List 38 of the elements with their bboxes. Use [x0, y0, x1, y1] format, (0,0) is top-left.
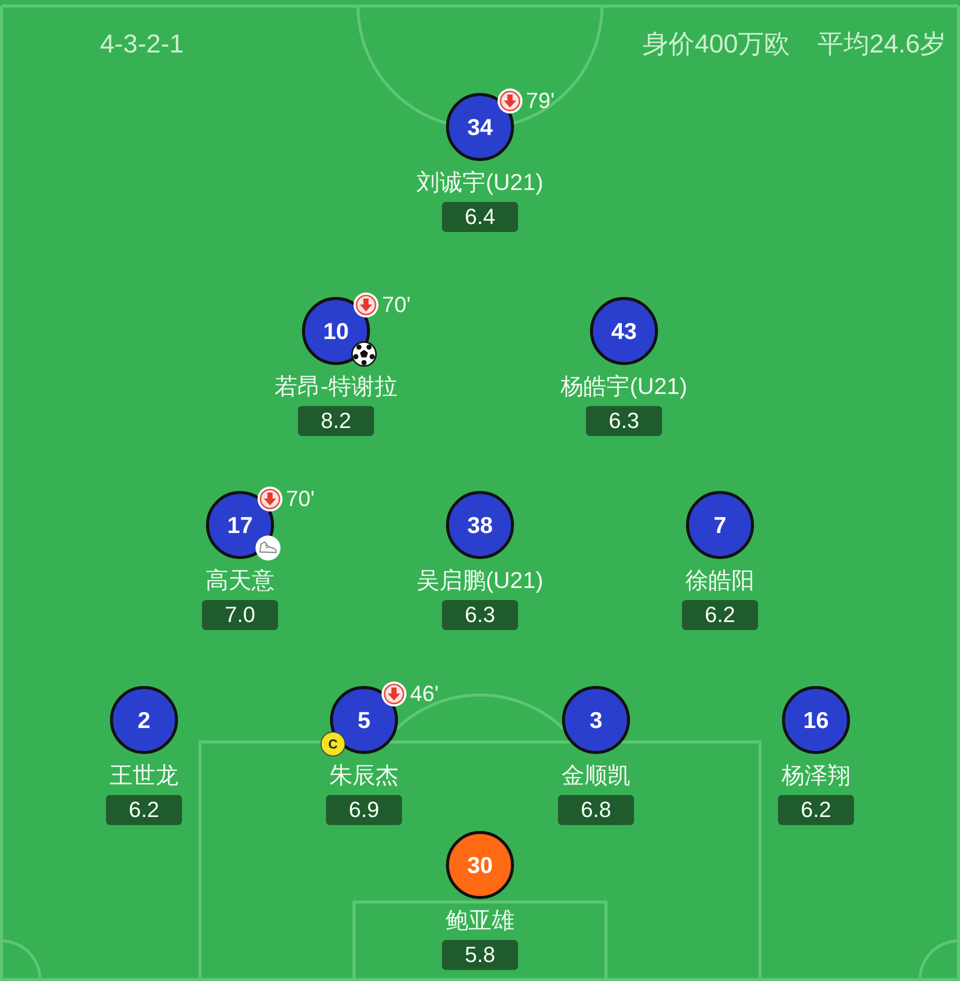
player-number-disc: 3: [562, 686, 630, 754]
rating-badge: 6.2: [106, 795, 182, 825]
rating-badge: 8.2: [298, 406, 374, 436]
player-name: 刘诚宇(U21): [416, 169, 544, 197]
substitution-minute: 70': [382, 292, 411, 318]
player-number-disc: 2: [110, 686, 178, 754]
rating-badge: 6.8: [558, 795, 634, 825]
rating-badge: 6.3: [586, 406, 662, 436]
rating-badge: 7.0: [202, 600, 278, 630]
rating-badge: 6.4: [442, 202, 518, 232]
rating-badge: 5.8: [442, 940, 518, 970]
substitution-minute: 79': [526, 88, 555, 114]
player-name: 徐皓阳: [686, 567, 754, 595]
player-number-disc: 16: [782, 686, 850, 754]
captain-badge: C: [320, 732, 346, 756]
player-name: 王世龙: [110, 762, 178, 790]
player-number-disc: 7: [686, 491, 754, 559]
player-number-disc: 34: [446, 93, 514, 161]
rating-badge: 6.2: [778, 795, 854, 825]
player-number-disc: 30: [446, 831, 514, 899]
header-text: 平均24.6岁: [817, 28, 946, 60]
player-number-disc: 43: [590, 297, 658, 365]
player-name: 朱辰杰: [330, 762, 398, 790]
player-number-disc: 38: [446, 491, 514, 559]
rating-badge: 6.2: [682, 600, 758, 630]
substitution-minute: 46': [410, 680, 439, 708]
player-name: 高天意: [206, 567, 274, 595]
rating-badge: 6.3: [442, 600, 518, 630]
header-text: 身价400万欧: [642, 28, 790, 60]
player-name: 金顺凯: [562, 762, 630, 790]
player-name: 若昂-特谢拉: [274, 373, 398, 401]
player-name: 吴启鹏(U21): [416, 567, 544, 595]
rating-badge: 6.9: [326, 795, 402, 825]
substitution-minute: 70': [286, 486, 315, 512]
player-name: 鲍亚雄: [446, 907, 514, 935]
player-name: 杨皓宇(U21): [560, 373, 688, 401]
header-text: 4-3-2-1: [100, 28, 184, 60]
player-name: 杨泽翔: [782, 762, 850, 790]
